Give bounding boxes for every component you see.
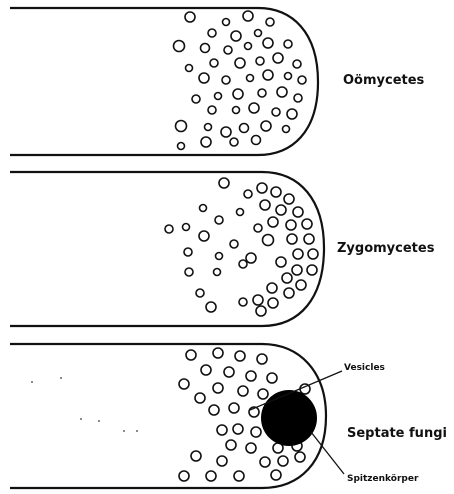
oomycetes-hypha-outline [10, 8, 318, 155]
callout-vesicles: Vesicles [344, 363, 385, 373]
group-label-septate-fungi: Septate fungi [347, 426, 447, 441]
oomycetes-vesicles [174, 11, 307, 150]
scan-artifacts [31, 377, 138, 432]
group-label-zygomycetes: Zygomycetes [337, 241, 434, 256]
zygomycetes-vesicles [165, 178, 318, 316]
callout-spitzenkorper: Spitzenkörper [347, 474, 418, 484]
spitzenkorper-leader-line [311, 432, 344, 474]
zygomycetes-hypha-outline [10, 172, 324, 326]
spitzenkorper-body [261, 390, 317, 446]
oomycetes-hyphal-tip [10, 8, 318, 155]
group-label-oomycetes: Oömycetes [343, 73, 424, 88]
zygomycetes-hyphal-tip [10, 172, 324, 326]
septate-fungi-hyphal-tip [10, 344, 344, 488]
